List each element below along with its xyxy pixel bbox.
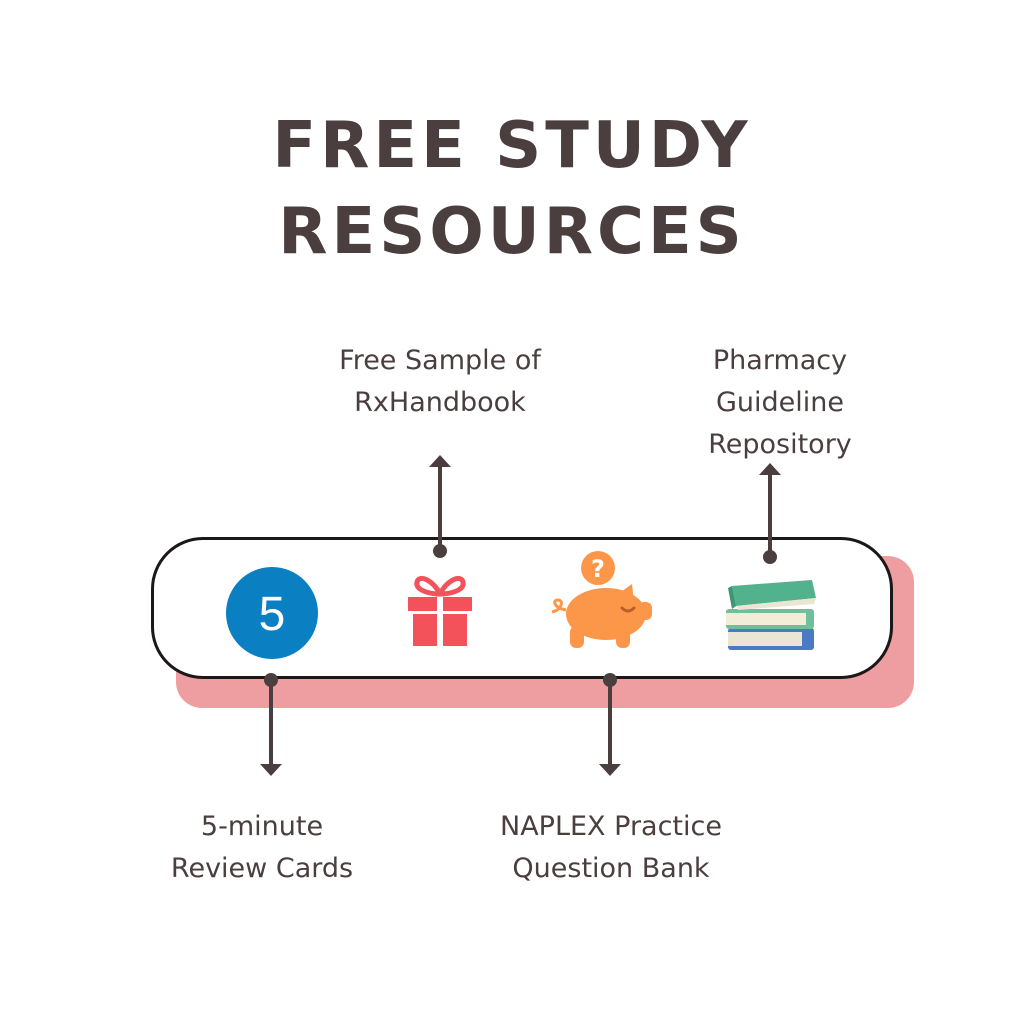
connector-guideline-repository (759, 463, 781, 564)
title-line-1: FREE STUDY (272, 109, 752, 183)
label-line: Repository (708, 429, 852, 460)
connector-question-bank (599, 673, 621, 776)
piggy-bank-question-icon: ? (551, 551, 652, 648)
label-line: NAPLEX Practice (500, 811, 722, 842)
title-line-2: RESOURCES (278, 195, 746, 269)
label-line: Review Cards (170, 853, 354, 884)
label-line: Pharmacy (712, 345, 848, 376)
label-review-cards: 5-minute Review Cards (122, 806, 402, 890)
connector-rxhandbook-sample (429, 455, 451, 558)
label-line: Guideline (715, 387, 844, 418)
label-line: 5-minute (200, 811, 324, 842)
label-question-bank: NAPLEX Practice Question Bank (461, 806, 761, 890)
label-line: RxHandbook (354, 387, 526, 418)
label-line: Question Bank (512, 853, 710, 884)
label-line: Free Sample of (339, 345, 541, 376)
number-five-circle-icon: 5 (226, 567, 318, 659)
badge-number: 5 (259, 588, 286, 641)
gift-icon (408, 576, 472, 646)
label-guideline-repository: Pharmacy Guideline Repository (660, 340, 900, 466)
connector-review-cards (260, 673, 282, 776)
label-rxhandbook-sample: Free Sample of RxHandbook (300, 340, 580, 424)
badge-question: ? (591, 555, 605, 583)
books-stack-icon (726, 580, 816, 650)
